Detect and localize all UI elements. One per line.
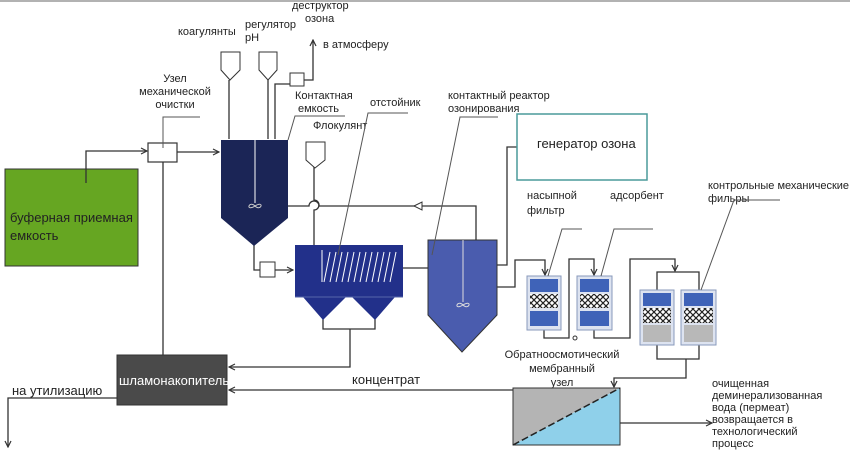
ph-label: регулятор [245,19,296,31]
bulk-filter-label: фильтр [527,205,565,217]
leader-line [287,115,345,141]
leader-line [431,116,498,256]
bulk-filter [526,275,562,331]
disposal-label: на утилизацию [12,383,102,398]
control-filter-2 [680,289,717,346]
flocculant-hopper [305,141,326,169]
pipe-reactor-to-filter [497,259,545,288]
leader-line [700,199,780,291]
ro-label: мембранный [529,363,595,375]
permeate-label: деминерализованная [712,390,822,402]
control-filters-label: фильры [708,193,749,205]
mech-unit-label: механической [139,86,211,98]
pipe-filter2-to-control [593,258,675,339]
leader-line [547,228,582,277]
ozone-reactor-label: озонирования [448,103,520,115]
control-filters-label: контрольные механические [708,180,849,192]
pipes [8,40,712,447]
flocculant-label: Флокулянт [313,120,367,132]
check-valve-icon [412,201,423,211]
permeate-label: очищенная [712,378,769,390]
pipe-settler-to-sludge [229,329,351,367]
contact-tank-label: емкость [298,103,339,115]
pipe-filter1-to-filter2 [543,258,594,339]
settler [295,245,403,320]
concentrate-label: концентрат [352,372,420,387]
buffer-tank-label: емкость [10,228,59,243]
permeate-label: возвращается в [712,414,793,426]
sludge-tank-label: шламонакопитель [119,373,229,388]
destructor-label: озона [305,13,335,25]
pipe-to-ro [614,359,687,387]
ozone-generator-label: генератор озона [537,136,636,151]
permeate-label: вода (пермеат) [712,402,789,414]
control-filter-1 [639,289,675,346]
pipe-contact-to-mixer [253,245,260,271]
bulk-filter-label: насыпной [527,190,577,202]
leader-line [600,228,653,277]
coagulants-label: коагулянты [178,26,236,38]
ro-label: узел [551,377,574,389]
contact-tank-label: Контактная [295,90,353,102]
leader-line [337,112,408,256]
pipe-generator-to-reactor [497,146,517,266]
atmosphere-label: в атмосферу [323,39,389,51]
pipe-buffer-to-mech [85,151,147,183]
destructor-label: деструктор [292,0,349,12]
ozone-generator [516,113,648,181]
ozone-reactor-label: контактный реактор [448,90,550,102]
buffer-tank-label: буферная приемная [10,210,133,225]
pipe-to-disposal [8,397,117,447]
pipe-control-split [656,271,700,290]
ro-label: Обратноосмотический [505,349,620,361]
adsorbent-filter [576,275,613,331]
sludge-tank: шламонакопитель [116,354,229,406]
mech-unit-label: очистки [155,99,194,111]
pipe-ozone-offgas [288,200,477,240]
permeate-label: процесс [712,438,754,450]
mech-unit-label: Узел [163,73,186,85]
leader-line [162,116,200,148]
pipe-to-destructor [274,83,290,139]
buffer-tank: буферная приемная емкость [4,168,139,267]
pipe-to-atmosphere [304,40,313,81]
mixer-box [259,261,276,278]
contact-tank [221,140,288,246]
reverse-osmosis-unit [512,387,621,446]
permeate-label: технологический [712,426,798,438]
mixer-icon [248,203,262,209]
mixer-icon [456,302,470,308]
pipe-settler-sludge [322,318,376,330]
ph-label: pH [245,32,259,44]
settler-label: отстойник [370,97,421,109]
pipe-control-join [656,345,700,360]
valve-icon [572,335,578,341]
ph-hopper [258,51,278,81]
coagulant-hopper [220,51,241,81]
ozone-destructor [289,72,305,87]
ozone-reactor [427,239,498,353]
adsorbent-label: адсорбент [610,190,664,202]
